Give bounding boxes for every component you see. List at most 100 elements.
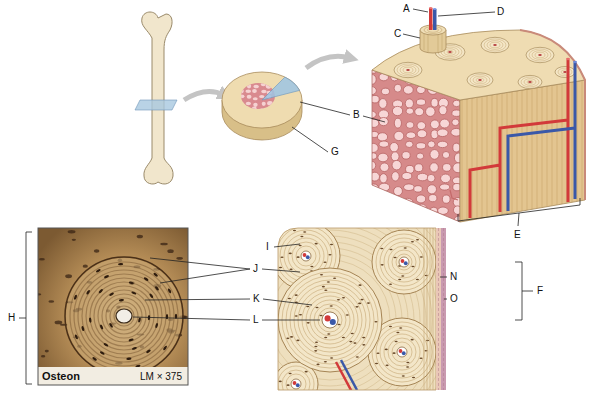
- leader-lines: [262, 269, 300, 272]
- leader-lines: [145, 299, 250, 300]
- compact-bone-detail: [90, 80, 570, 404]
- compact-bone-block: [426, 107, 436, 117]
- compact-bone-detail: [108, 98, 552, 404]
- bone-cross-section: [240, 102, 244, 106]
- compact-bone-block: [379, 141, 389, 147]
- leader-lines: [522, 291, 533, 292]
- compact-bone-detail: [324, 289, 327, 291]
- compact-bone-block: [368, 143, 378, 152]
- osteon-micrograph: [38, 230, 188, 375]
- compact-bone-block: [527, 80, 533, 83]
- compact-bone-detail: [353, 342, 356, 344]
- osteon-micrograph: [35, 228, 188, 385]
- osteon-micrograph: [131, 291, 137, 295]
- compact-bone-block: [380, 174, 388, 183]
- compact-bone-block: [442, 151, 449, 158]
- compact-bone-detail: [315, 341, 318, 343]
- osteon-micrograph: [99, 324, 103, 330]
- compact-bone-detail: [388, 338, 416, 366]
- compact-bone-detail: [386, 365, 389, 367]
- compact-bone-detail: [296, 340, 299, 342]
- leader-lines: [19, 318, 26, 319]
- compact-bone-block: [508, 63, 575, 211]
- callout-letter: O: [450, 293, 458, 305]
- leader-lines: [515, 262, 522, 320]
- osteon-micrograph: [74, 334, 78, 340]
- compact-bone-block: [366, 194, 374, 204]
- leader-lines: [133, 317, 250, 320]
- compact-bone-block: [367, 161, 375, 170]
- compact-bone-detail: [439, 228, 444, 390]
- compact-bone-block: [381, 206, 390, 214]
- compact-bone-detail: [327, 281, 330, 283]
- compact-bone-block: [532, 70, 533, 230]
- compact-bone-detail: [296, 383, 300, 387]
- compact-bone-detail: [295, 315, 298, 317]
- compact-bone-block: [447, 50, 453, 53]
- compact-bone-detail: [360, 299, 363, 301]
- compact-bone-block: [512, 70, 513, 230]
- compact-bone-block: [405, 99, 413, 108]
- compact-bone-detail: [120, 110, 540, 404]
- compact-bone-detail: [138, 128, 522, 404]
- bone-cross-section: [261, 90, 267, 93]
- callout-letter: H: [8, 312, 15, 324]
- osteon-micrograph: [163, 345, 168, 351]
- callout-letter: E: [514, 229, 521, 241]
- compact-bone-block: [395, 207, 403, 216]
- compact-bone-block: [403, 209, 413, 218]
- compact-bone-detail: [290, 269, 293, 271]
- leader-lines: [274, 244, 300, 247]
- compact-bone-detail: [397, 347, 407, 357]
- osteon-micrograph: [55, 321, 63, 325]
- compact-bone-block: [391, 216, 401, 225]
- compact-bone-block: [416, 99, 425, 105]
- compact-bone-detail: [384, 334, 420, 370]
- compact-bone-detail: [222, 212, 438, 404]
- compact-bone-detail: [299, 245, 302, 247]
- compact-bone-detail: [289, 373, 292, 375]
- compact-bone-block: [428, 141, 435, 148]
- compact-bone-detail: [324, 337, 327, 339]
- leader-lines: [438, 12, 495, 16]
- compact-bone-detail: [293, 381, 297, 385]
- bone-cross-section: [222, 72, 302, 128]
- compact-bone-block: [430, 120, 439, 129]
- callout-letter: J: [253, 263, 258, 275]
- compact-bone-detail: [416, 279, 419, 281]
- compact-bone-detail: [325, 315, 331, 321]
- bone-cross-section: [253, 97, 258, 100]
- osteon-micrograph: [38, 367, 188, 385]
- femur: [142, 12, 173, 184]
- bone-cross-section: [247, 108, 251, 113]
- osteon-micrograph: [65, 274, 72, 278]
- compact-bone-block: [427, 185, 436, 194]
- compact-bone-detail: [399, 327, 402, 329]
- femur: [135, 100, 177, 110]
- compact-bone-block: [538, 54, 542, 56]
- bone-cross-section: [239, 94, 244, 98]
- callout-letter: L: [253, 314, 259, 326]
- compact-bone-block: [577, 70, 578, 230]
- compact-bone-detail: [362, 344, 365, 346]
- compact-bone-detail: [210, 200, 450, 404]
- osteon-micrograph: [109, 292, 115, 297]
- compact-bone-detail: [402, 351, 406, 355]
- osteon-micrograph: [138, 317, 142, 323]
- compact-bone-detail: [322, 312, 338, 328]
- compact-bone-block: [366, 87, 376, 95]
- compact-bone-block: [378, 153, 388, 162]
- compact-bone-detail: [144, 134, 516, 404]
- compact-bone-block: [415, 164, 423, 172]
- compact-bone-detail: [380, 248, 383, 250]
- compact-bone-block: [390, 198, 399, 206]
- bone-cross-section: [259, 95, 264, 98]
- bone-cross-section: [222, 72, 302, 140]
- compact-bone-detail: [380, 238, 428, 286]
- osteon-micrograph: [66, 258, 182, 374]
- compact-bone-block: [476, 78, 484, 82]
- leader-lines: [26, 232, 32, 384]
- compact-bone-detail: [330, 244, 333, 246]
- compact-bone-detail: [376, 352, 379, 354]
- compact-bone-block: [493, 44, 497, 46]
